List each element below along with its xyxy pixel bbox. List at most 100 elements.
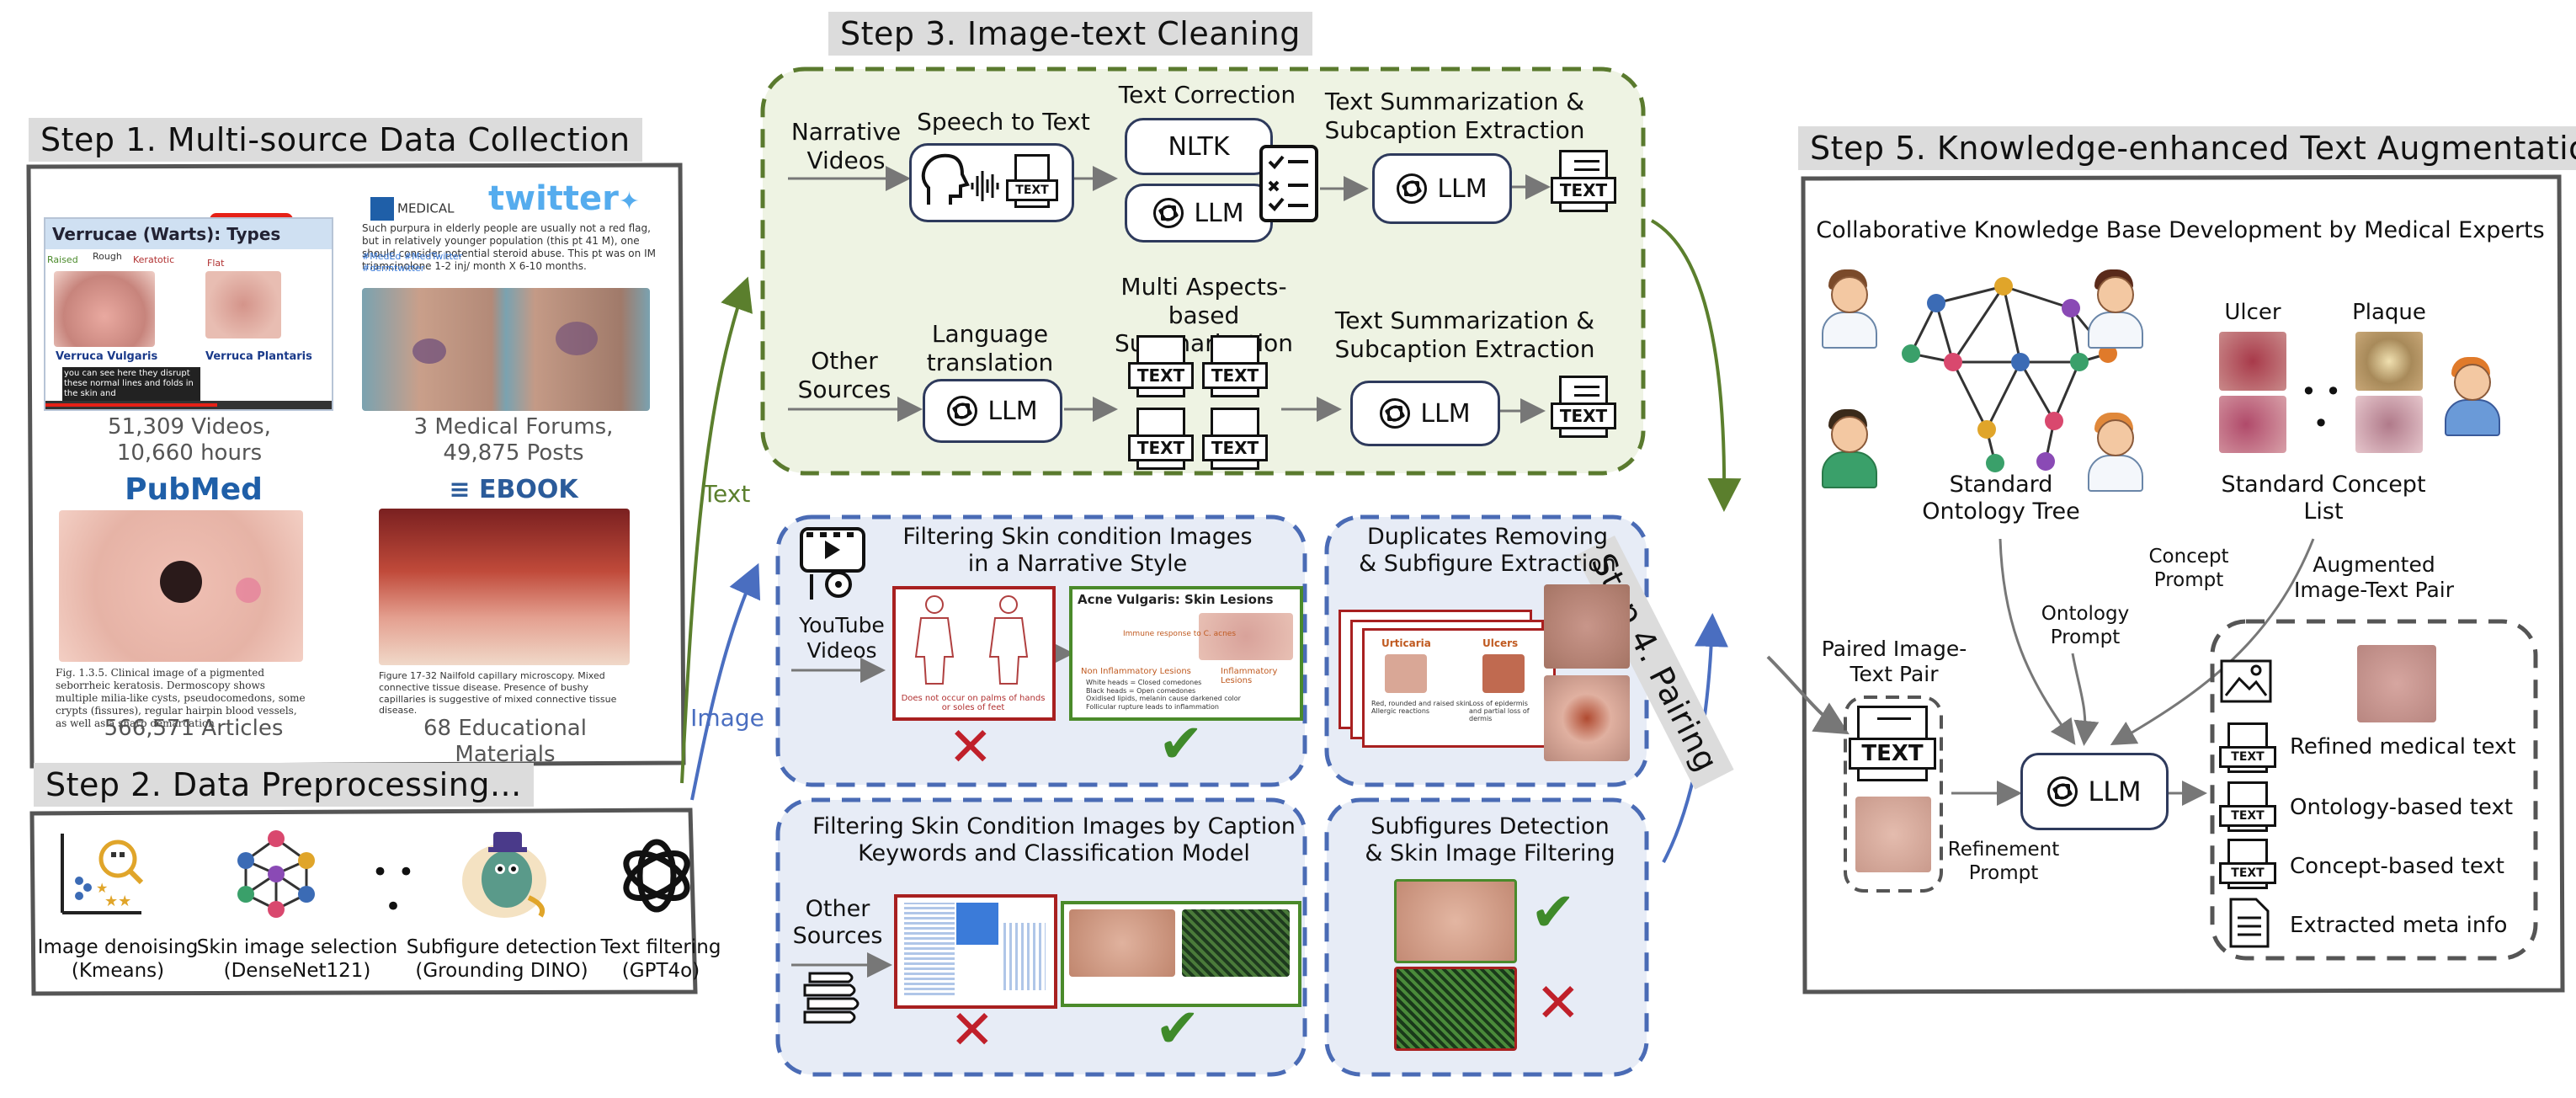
openai-icon: [2047, 776, 2078, 807]
body-diagram-rejected: Does not occur on palms of hands or sole…: [892, 586, 1056, 721]
openai-icon: [947, 396, 978, 426]
pairing-to-step5-arrow: [1766, 655, 1850, 735]
lizard-mascot-icon: [462, 832, 546, 918]
paired-text-doc: TEXT: [1849, 706, 1936, 781]
openai-icon: [1153, 198, 1184, 228]
forum-arm-image: [362, 288, 650, 411]
language-translation-label: Language translation: [926, 320, 1054, 376]
book-stack-icon: [803, 972, 860, 1024]
ebook-nailfold-image: [379, 509, 630, 665]
yt-label: Flat: [207, 258, 225, 269]
ebook-caption: Figure 17-32 Nailfold capillary microsco…: [379, 670, 631, 714]
urticaria-thumb: [1385, 654, 1427, 693]
text-summarization-label-2: Text Summarization & Subcaption Extracti…: [1334, 306, 1595, 363]
reject-mark: ✕: [950, 999, 995, 1062]
concept-list-label: Standard Concept List: [2221, 472, 2426, 525]
text-doc-multi: TEXT: [1202, 408, 1268, 470]
acne-item: Non Inflammatory Lesions: [1081, 667, 1191, 676]
urticaria-label: Urticaria: [1381, 637, 1431, 649]
text-doc-multi: TEXT: [1128, 408, 1194, 470]
forum-post-text: Such purpura in elderly people are usual…: [362, 222, 657, 283]
pubmed-stats: 566,571 Articles: [104, 716, 284, 741]
step2-item-denoising: Image denoising (Kmeans): [37, 936, 199, 982]
text-doc-concept: TEXT: [2219, 839, 2276, 889]
yt-label: Rough: [93, 251, 122, 262]
image-icon: [2220, 659, 2272, 703]
refinement-prompt-label: Refinement Prompt: [1947, 839, 2060, 884]
body-outline-icon: [914, 595, 1029, 685]
output-concept-text: Concept-based text: [2290, 854, 2504, 879]
openai-icon: [1397, 173, 1428, 204]
step5-title: Step 5. Knowledge-enhanced Text Augmenta…: [1798, 126, 2576, 170]
step2-title: Step 2. Data Preprocessing...: [34, 763, 534, 807]
narrative-videos-label: Narrative Videos: [790, 118, 902, 174]
document-icon: TEXT: [1006, 154, 1058, 208]
youtube-videos-label: YouTube Videos: [799, 613, 885, 663]
doctor-icon: [2084, 408, 2143, 492]
other-sources-label-step3: Other Sources: [797, 347, 891, 403]
step2-item-selection: Skin image selection (DenseNet121): [196, 936, 398, 982]
img-box1-title: Filtering Skin condition Images in a Nar…: [902, 524, 1253, 578]
doctor-icon: [2084, 264, 2143, 349]
ulcer-label: Ulcer: [2224, 300, 2281, 325]
acne-image: [1199, 613, 1293, 660]
meta-document-icon: [2229, 898, 2270, 948]
doctor-icon: [1818, 404, 1877, 488]
accept-mark: ✔: [1530, 882, 1576, 944]
forum-tags: #MedEd #MedTwitter #dermtwitter: [362, 251, 463, 274]
plaque-image: [2355, 396, 2423, 453]
step3-to-pairing-arrow: [1651, 219, 1742, 512]
llm-box-summ-2: LLM: [1350, 381, 1500, 446]
yt-label: Raised: [47, 254, 78, 265]
img-box2-title: Duplicates Removing & Subfigure Extracti…: [1359, 524, 1616, 578]
yt-label: Verruca Vulgaris: [56, 350, 158, 363]
augmented-skin-image: [2357, 645, 2436, 722]
checklist-icon: [1259, 145, 1318, 222]
reject-mark: ✕: [1535, 973, 1581, 1035]
img-box3-title: Filtering Skin Condition Images by Capti…: [812, 813, 1296, 867]
ulcer-caption: Loss of epidermis and partial loss of de…: [1469, 700, 1530, 722]
output-ontology-text: Ontology-based text: [2290, 795, 2514, 820]
doctor-icon: [1818, 264, 1877, 349]
twitter-bird-icon: ✦: [618, 187, 641, 216]
skin-subfigure-kept: [1394, 879, 1517, 963]
svg-text:★★: ★★: [104, 893, 131, 910]
text-doc-multi: TEXT: [1202, 335, 1268, 397]
accept-mark: ✔: [1155, 998, 1200, 1060]
ulcers-label: Ulcers: [1482, 637, 1519, 649]
extracted-subfigure-2: [1544, 675, 1630, 761]
yt-subtitle: you can see here they disrupt these norm…: [62, 367, 200, 401]
text-flow-label: Text: [702, 480, 751, 508]
youtube-panel-title: Verrucae (Warts): Types: [45, 219, 332, 249]
speech-to-text-box: TEXT: [909, 143, 1074, 222]
openai-icon: [1380, 398, 1411, 429]
skin-figure-b: [1182, 909, 1290, 977]
paired-pair-label: Paired Image- Text Pair: [1821, 637, 1967, 686]
nltk-box: NLTK: [1125, 118, 1273, 175]
ebook-stats: 68 Educational Materials: [423, 716, 587, 768]
text-doc-refined: TEXT: [2219, 722, 2276, 773]
doctor-icon: [2441, 352, 2500, 436]
text-correction-label: Text Correction: [1118, 81, 1296, 109]
image-flow-label: Image: [690, 704, 764, 732]
ontology-prompt-label: Ontology Prompt: [2041, 603, 2130, 648]
accept-mark: ✔: [1158, 713, 1204, 776]
acne-slide-accepted: Acne Vulgaris: Skin Lesions Immune respo…: [1069, 586, 1303, 721]
concept-ellipsis: • • •: [2301, 376, 2341, 440]
skin-figure-accepted: [1061, 901, 1301, 1007]
text-summarization-label-1: Text Summarization & Subcaption Extracti…: [1324, 88, 1585, 144]
yt-label: Verruca Plantaris: [205, 350, 312, 363]
text-doc-ontology: TEXT: [2219, 781, 2276, 832]
twitter-logo: twitter✦: [488, 179, 641, 218]
acne-title: Acne Vulgaris: Skin Lesions: [1078, 592, 1274, 607]
ontology-tree-nodes: [1902, 277, 2117, 472]
ulcer-image: [2219, 396, 2286, 453]
text-doc-output-1: TEXT: [1551, 150, 1616, 212]
ebook-logo: ≡ EBOOK: [449, 475, 578, 504]
youtube-stats: 51,309 Videos, 10,660 hours: [108, 414, 271, 466]
llm-box-step5: LLM: [2020, 753, 2169, 830]
multi-aspects-label: Multi Aspects-based Summarization: [1114, 273, 1293, 358]
network-icon: [237, 830, 315, 918]
augmented-pair-label: Augmented Image-Text Pair: [2293, 552, 2455, 602]
